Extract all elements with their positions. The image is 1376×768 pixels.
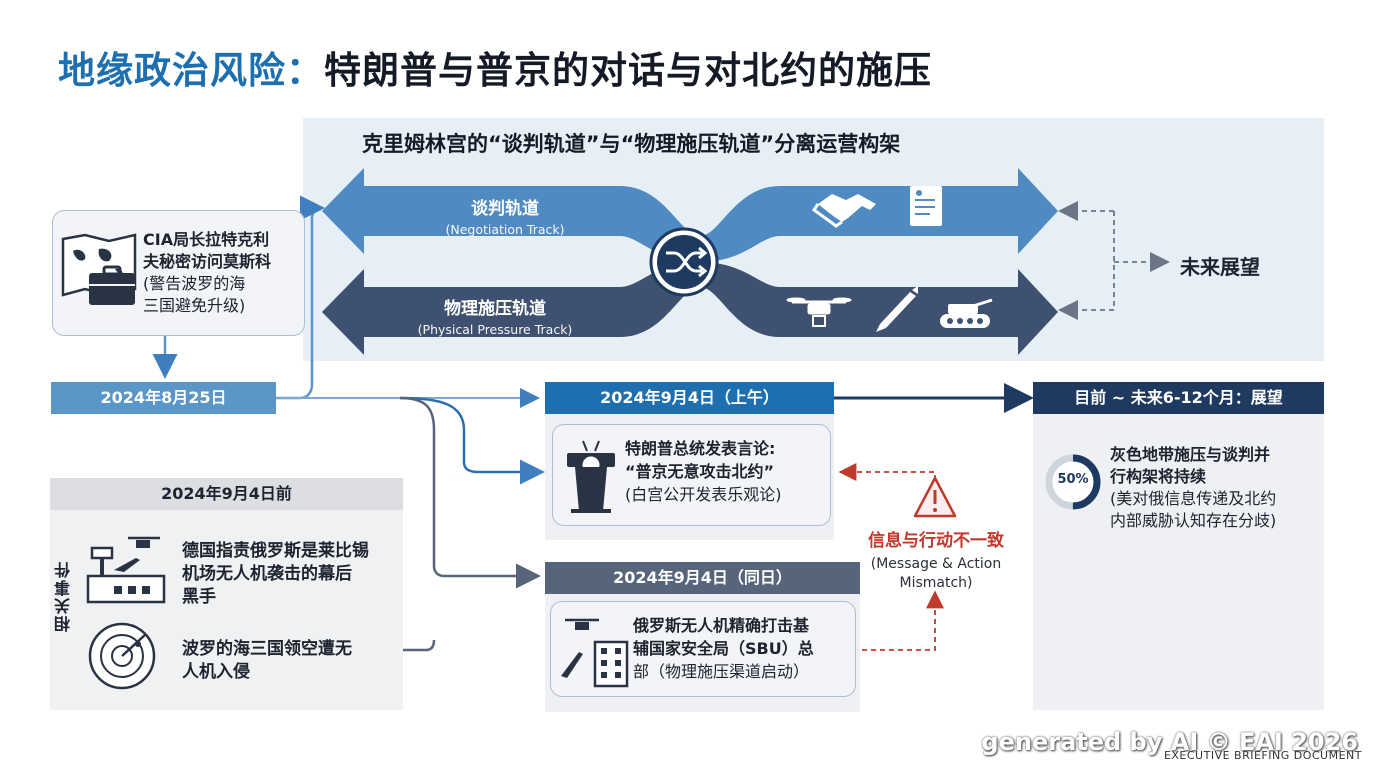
watermark: generated by AI © EAI 2026 bbox=[981, 728, 1358, 756]
russia-line3: 部（物理施压渠道启动） bbox=[633, 662, 810, 681]
trump-line2: “普京无意攻击北约” bbox=[625, 462, 775, 481]
document-icon bbox=[910, 186, 942, 226]
cia-visit-card: CIA局长拉特克利 夫秘密访问莫斯科 (警告波罗的海 三国避免升级) bbox=[52, 210, 305, 336]
trump-statement-card: 特朗普总统发表言论: “普京无意攻击北约” (白宫公开发表乐观论) bbox=[552, 424, 831, 526]
drone-building-icon bbox=[561, 618, 629, 688]
warning-icon bbox=[913, 476, 957, 518]
date-sep4-am: 2024年9月4日（上午） bbox=[545, 382, 834, 414]
cia-line4: 三国避免升级) bbox=[143, 296, 246, 315]
date-sep4-same: 2024年9月4日（同日） bbox=[545, 562, 860, 594]
podium-icon bbox=[567, 440, 615, 513]
mismatch-to-trump-arrow bbox=[838, 463, 936, 498]
negotiation-track-label: 谈判轨道 (Negotiation Track) bbox=[445, 199, 565, 237]
related-events-header: 2024年9月4日前 bbox=[50, 478, 403, 510]
map-briefcase-icon bbox=[61, 233, 137, 305]
percent-label: 50% bbox=[1057, 472, 1089, 487]
panel-title: 克里姆林宫的“谈判轨道”与“物理施压轨道”分离运营构架 bbox=[362, 132, 901, 156]
page-title: 地缘政治风险：特朗普与普京的对话与对北约的施压 bbox=[58, 49, 932, 92]
airport-drone-icon bbox=[86, 536, 166, 604]
cia-line1: CIA局长拉特克利 bbox=[143, 230, 270, 249]
missile-icon bbox=[876, 286, 918, 332]
footer-note: EXECUTIVE BRIEFING DOCUMENT bbox=[1163, 749, 1362, 762]
trump-line1: 特朗普总统发表言论: bbox=[625, 439, 776, 458]
outlook-text: 灰色地带施压与谈判并 行构架将持续 (美对俄信息传递及北约 内部威胁认知存在分歧… bbox=[1110, 445, 1277, 530]
related-events-connector bbox=[402, 639, 436, 652]
drone-icon bbox=[786, 297, 852, 327]
percent-gauge bbox=[1045, 454, 1101, 510]
pressure-track-arrow bbox=[322, 262, 1058, 355]
event-leipzig: 德国指责俄罗斯是莱比锡 机场无人机袭击的幕后 黑手 bbox=[182, 541, 369, 607]
related-events-side-label: 相关事件 bbox=[54, 560, 73, 632]
negotiation-track-arrow bbox=[322, 168, 1058, 262]
date-aug25: 2024年8月25日 bbox=[51, 382, 276, 414]
russia-line2: 辅国家安全局（SBU）总 bbox=[633, 639, 814, 658]
trump-line3: (白宫公开发表乐观论) bbox=[625, 485, 782, 504]
russia-strike-card: 俄罗斯无人机精确打击基 辅国家安全局（SBU）总 部（物理施压渠道启动） bbox=[550, 601, 856, 697]
date-to-trump-arrow bbox=[399, 396, 545, 485]
cia-line2: 夫秘密访问莫斯科 bbox=[143, 252, 272, 271]
russia-line1: 俄罗斯无人机精确打击基 bbox=[633, 616, 810, 635]
date-outlook: 目前 ~ 未来6-12个月：展望 bbox=[1033, 382, 1324, 414]
russia-to-mismatch-arrow bbox=[862, 590, 944, 651]
handshake-icon bbox=[811, 194, 876, 228]
tank-icon bbox=[940, 298, 993, 328]
future-connector bbox=[1066, 210, 1164, 311]
cia-line3: (警告波罗的海 bbox=[143, 274, 246, 293]
future-outlook-label: 未来展望 bbox=[1180, 255, 1260, 279]
shuffle-icon bbox=[649, 227, 719, 297]
pressure-track-label: 物理施压轨道 (Physical Pressure Track) bbox=[417, 299, 573, 337]
radar-icon bbox=[88, 622, 156, 690]
mismatch-label: 信息与行动不一致 (Message & Action Mismatch) bbox=[868, 531, 1004, 591]
date-to-sameday-arrow bbox=[399, 396, 541, 589]
event-baltic-airspace: 波罗的海三国领空遭无 人机入侵 bbox=[182, 639, 352, 682]
